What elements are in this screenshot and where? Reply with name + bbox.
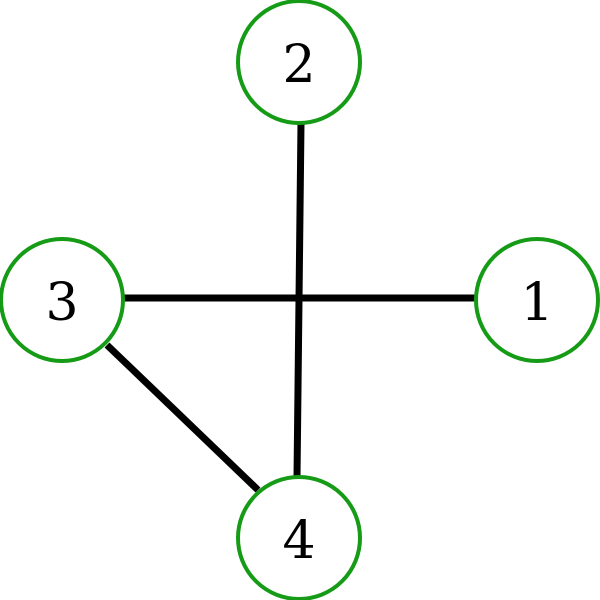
node-3-circle bbox=[0, 237, 125, 363]
node-1: 1 bbox=[474, 237, 600, 363]
node-1-circle bbox=[474, 237, 600, 363]
edge-3-4 bbox=[104, 342, 261, 493]
node-3: 3 bbox=[0, 237, 125, 363]
node-1-label: 1 bbox=[520, 273, 553, 333]
node-2-circle bbox=[236, 0, 362, 125]
edges-layer bbox=[104, 122, 476, 493]
node-4: 4 bbox=[236, 475, 362, 600]
node-4-circle bbox=[236, 475, 362, 600]
node-4-label: 4 bbox=[282, 511, 315, 571]
node-2-label: 2 bbox=[282, 35, 315, 95]
node-2: 2 bbox=[236, 0, 362, 125]
node-3-label: 3 bbox=[45, 273, 78, 333]
